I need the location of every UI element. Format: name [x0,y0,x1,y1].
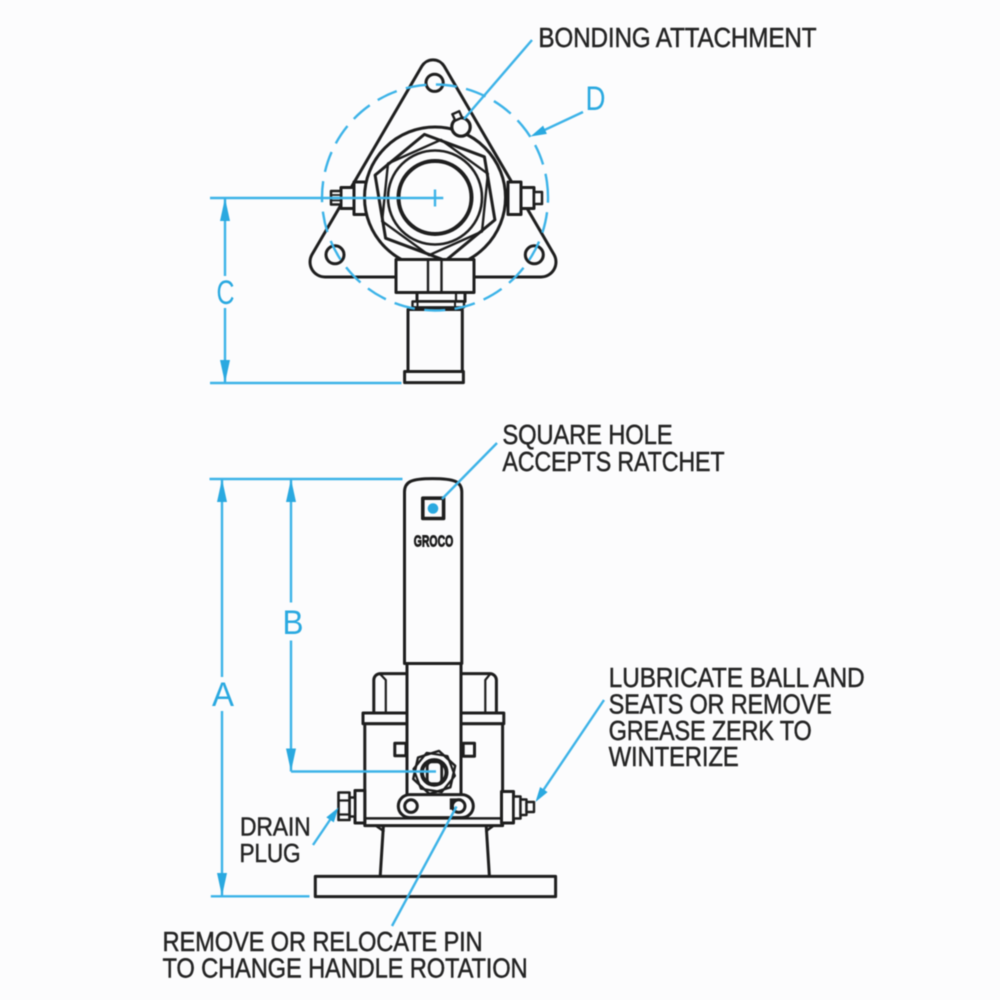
svg-text:D: D [586,80,606,118]
svg-text:B: B [283,604,304,642]
svg-text:GROCO: GROCO [414,534,454,551]
svg-text:SEATS OR REMOVE: SEATS OR REMOVE [609,689,832,720]
svg-text:SQUARE HOLE: SQUARE HOLE [502,419,672,450]
svg-text:DRAIN: DRAIN [240,812,311,842]
svg-text:ACCEPTS RATCHET: ACCEPTS RATCHET [502,446,724,477]
svg-text:A: A [212,676,234,714]
svg-text:REMOVE OR RELOCATE PIN: REMOVE OR RELOCATE PIN [163,926,483,957]
svg-text:TO CHANGE HANDLE ROTATION: TO CHANGE HANDLE ROTATION [163,953,528,984]
svg-text:C: C [217,274,235,312]
svg-text:WINTERIZE: WINTERIZE [609,741,739,772]
svg-text:BONDING ATTACHMENT: BONDING ATTACHMENT [538,22,816,53]
svg-text:PLUG: PLUG [240,838,301,868]
svg-text:GREASE ZERK TO: GREASE ZERK TO [609,715,812,746]
svg-text:LUBRICATE BALL AND: LUBRICATE BALL AND [609,662,865,693]
